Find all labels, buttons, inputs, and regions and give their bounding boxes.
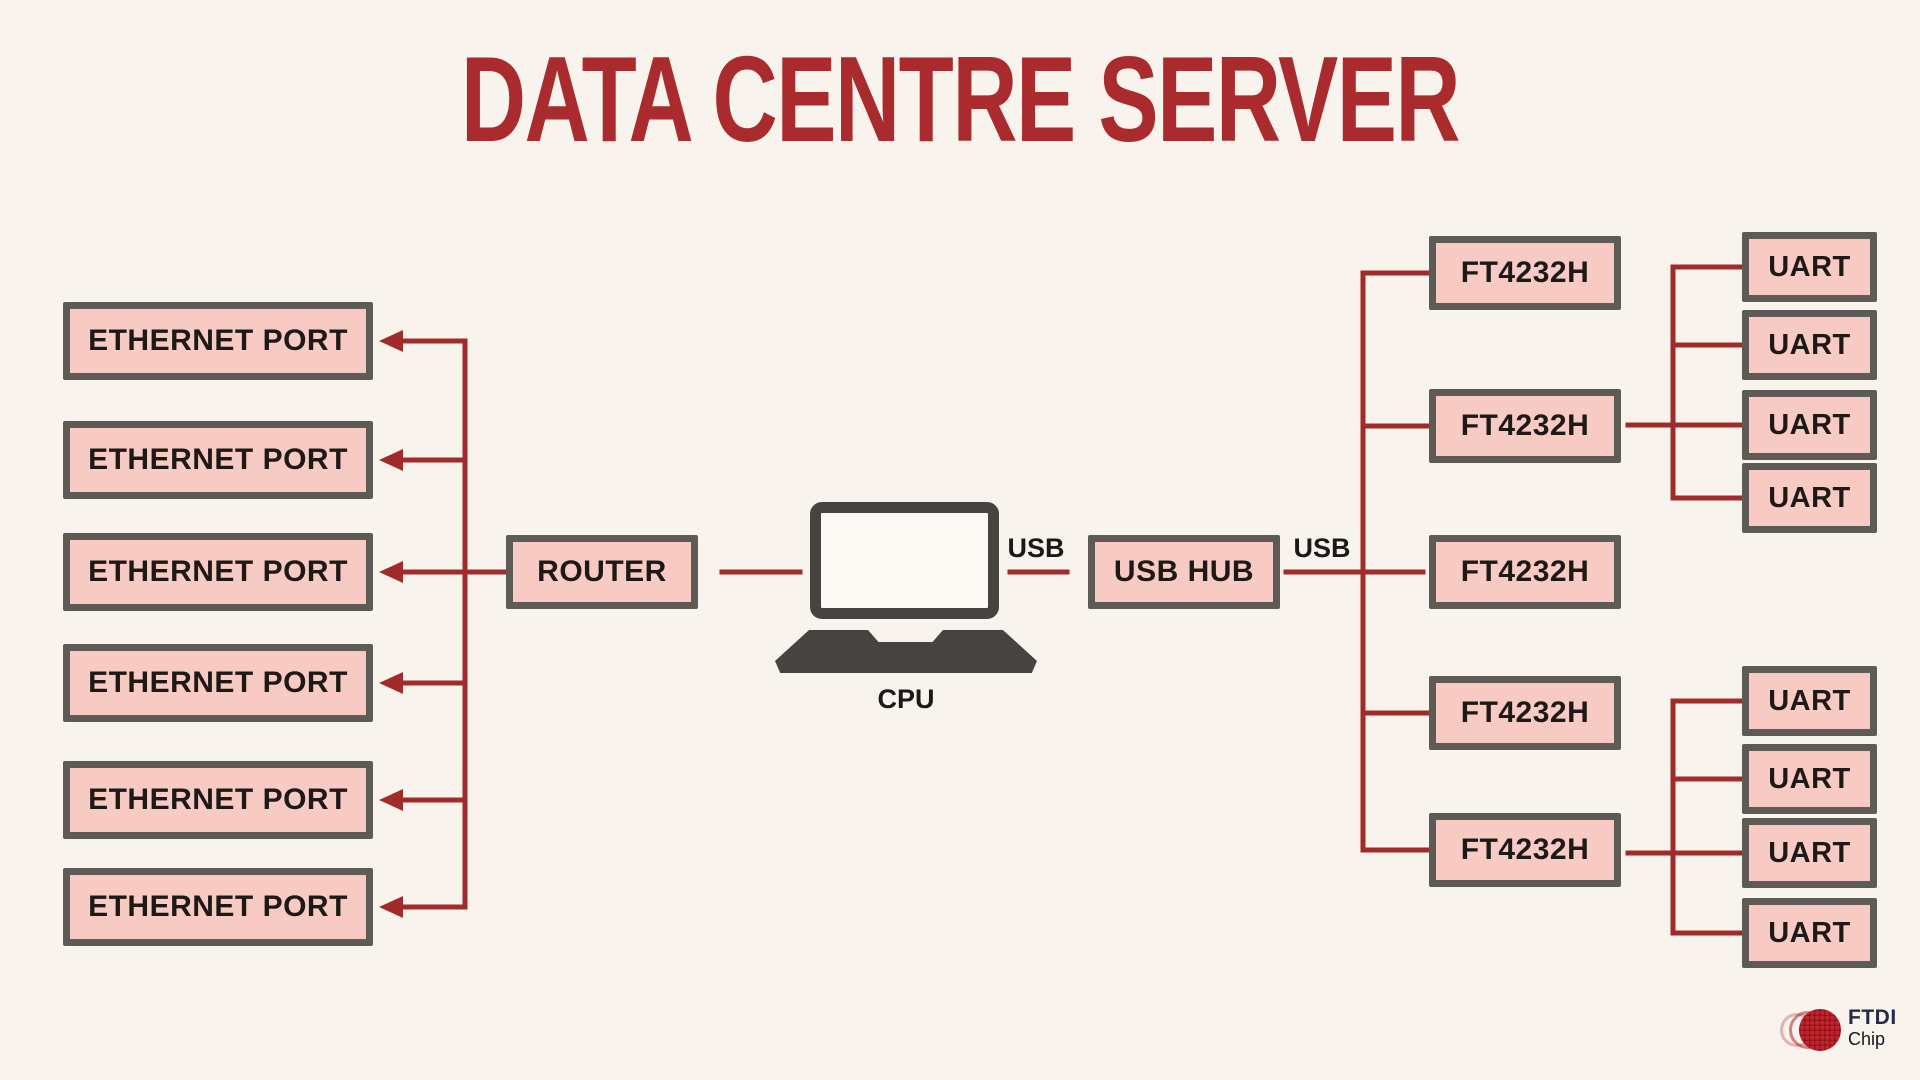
uart-label: UART — [1768, 408, 1851, 441]
ftdi-globe-icon — [1799, 1009, 1841, 1051]
laptop-notch-icon — [868, 630, 943, 642]
arrowhead-icons — [379, 330, 403, 918]
ethernet-port-label: ETHERNET PORT — [88, 555, 348, 588]
ethernet-port-label: ETHERNET PORT — [88, 890, 348, 923]
uart-label: UART — [1768, 916, 1851, 949]
uart-box: UART — [1742, 818, 1877, 888]
uart-label: UART — [1768, 481, 1851, 514]
router-box: ROUTER — [506, 535, 698, 609]
page-title: DATA CENTRE SERVER — [460, 31, 1461, 167]
uart-box: UART — [1742, 898, 1877, 968]
ethernet-port-label: ETHERNET PORT — [88, 783, 348, 816]
uart-box: UART — [1742, 744, 1877, 814]
ft4232h-label: FT4232H — [1460, 696, 1590, 729]
ft4232h-label: FT4232H — [1460, 409, 1590, 442]
ft4232h-box: FT4232H — [1429, 813, 1621, 887]
ft4232h-label: FT4232H — [1460, 555, 1590, 588]
laptop-icon — [810, 502, 999, 619]
uart-box: UART — [1742, 666, 1877, 736]
uart-box: UART — [1742, 232, 1877, 302]
usb-hub-box: USB HUB — [1088, 535, 1280, 609]
ft4232h-label: FT4232H — [1460, 833, 1590, 866]
uart-box: UART — [1742, 463, 1877, 533]
uart-label: UART — [1768, 762, 1851, 795]
uart-label: UART — [1768, 328, 1851, 361]
ft4232h-box: FT4232H — [1429, 535, 1621, 609]
ftdi-chip-logo: FTDI Chip — [1778, 1004, 1908, 1058]
ethernet-port-label: ETHERNET PORT — [88, 324, 348, 357]
ethernet-port-box: ETHERNET PORT — [63, 533, 373, 611]
ethernet-port-box: ETHERNET PORT — [63, 761, 373, 839]
cpu-label: CPU — [877, 684, 935, 714]
ft4232h-box: FT4232H — [1429, 236, 1621, 310]
usb-link-label: USB — [1007, 533, 1065, 563]
usb-hub-label: USB HUB — [1113, 555, 1255, 588]
logo-brand-text: FTDI — [1848, 1006, 1897, 1029]
logo-sub-text: Chip — [1848, 1029, 1886, 1049]
uart-label: UART — [1768, 684, 1851, 717]
ethernet-port-box: ETHERNET PORT — [63, 644, 373, 722]
ethernet-port-label: ETHERNET PORT — [88, 666, 348, 699]
uart-box: UART — [1742, 390, 1877, 460]
ft4232h-label: FT4232H — [1460, 256, 1590, 289]
uart-label: UART — [1768, 250, 1851, 283]
ethernet-port-box: ETHERNET PORT — [63, 421, 373, 499]
ethernet-port-label: ETHERNET PORT — [88, 443, 348, 476]
uart-box: UART — [1742, 310, 1877, 380]
ft4232h-box: FT4232H — [1429, 389, 1621, 463]
ft4232h-box: FT4232H — [1429, 676, 1621, 750]
router-label: ROUTER — [537, 555, 667, 588]
usb-link-label: USB — [1293, 533, 1351, 563]
uart-label: UART — [1768, 836, 1851, 869]
ethernet-port-box: ETHERNET PORT — [63, 868, 373, 946]
ethernet-port-box: ETHERNET PORT — [63, 302, 373, 380]
